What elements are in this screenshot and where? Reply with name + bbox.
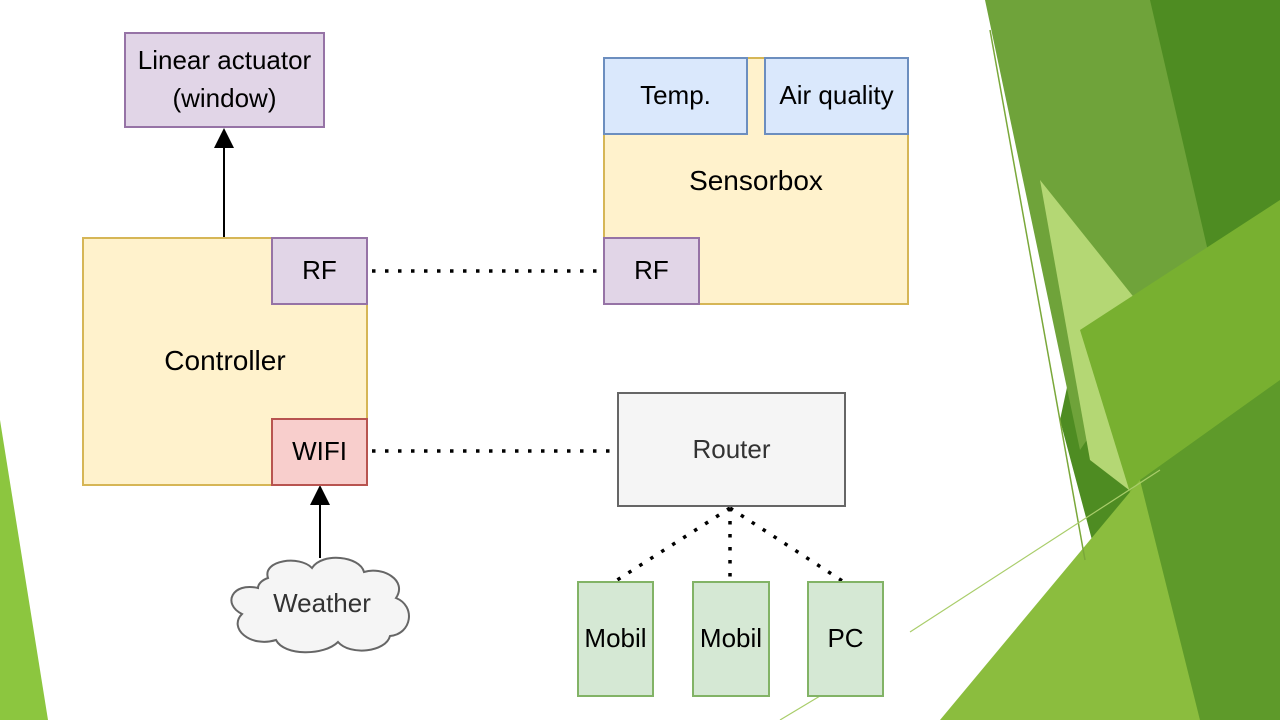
- pc-device-box[interactable]: PC: [807, 581, 884, 697]
- router-box[interactable]: Router: [617, 392, 846, 507]
- mobil-device-box-2[interactable]: Mobil: [692, 581, 770, 697]
- mobil-device-box-1[interactable]: Mobil: [577, 581, 654, 697]
- left-green-shard: [0, 420, 48, 720]
- decor-line-2: [909, 469, 1161, 633]
- decor-line-1: [989, 29, 1086, 561]
- weather-label: Weather: [273, 588, 371, 618]
- sensorbox-label: Sensorbox: [689, 165, 823, 196]
- controller-label: Controller: [164, 345, 286, 377]
- linear-actuator-box[interactable]: Linear actuator (window): [124, 32, 325, 128]
- bottom-facet-green: [940, 480, 1200, 720]
- air-quality-sensor-box[interactable]: Air quality: [764, 57, 909, 135]
- controller-wifi-box[interactable]: WIFI: [271, 418, 368, 486]
- temp-sensor-box[interactable]: Temp.: [603, 57, 748, 135]
- controller-rf-box[interactable]: RF: [271, 237, 368, 305]
- sensorbox-rf-box[interactable]: RF: [603, 237, 700, 305]
- bottom-facet-dark: [1140, 380, 1280, 720]
